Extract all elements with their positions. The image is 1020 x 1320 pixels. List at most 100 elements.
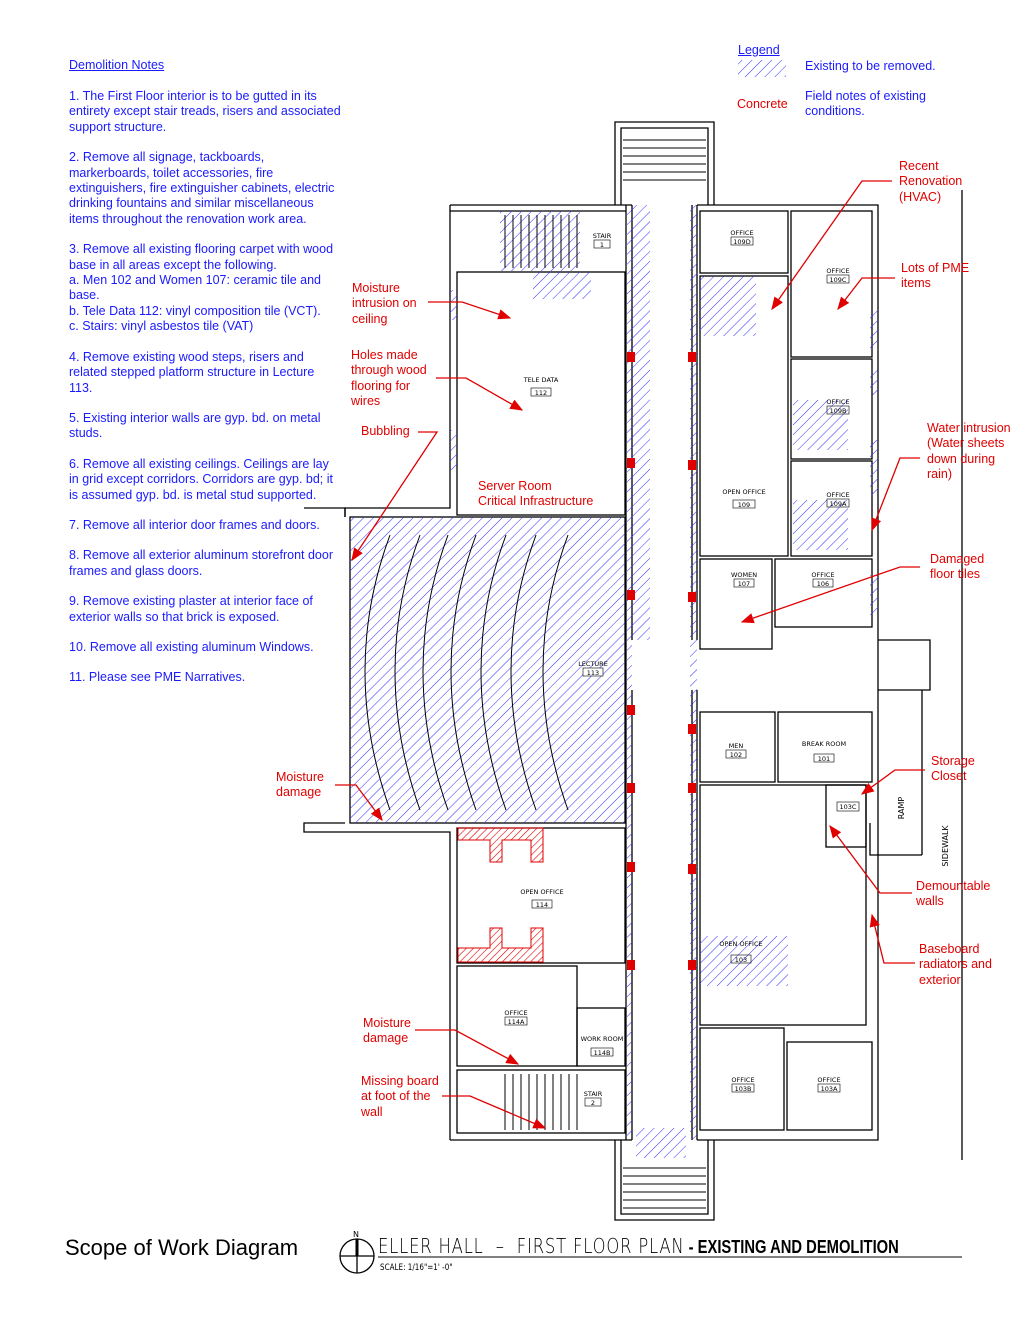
svg-text:114: 114 <box>536 901 548 909</box>
stair-treads <box>504 139 706 1209</box>
legend-hatch-swatch <box>738 60 786 77</box>
annotation-moisture-ceiling: Moisture intrusion on ceiling <box>352 281 417 326</box>
svg-text:STAIR: STAIR <box>584 1090 603 1098</box>
annotation-leaders <box>335 180 925 1129</box>
svg-text:OPEN OFFICE: OPEN OFFICE <box>719 940 762 948</box>
svg-text:109: 109 <box>738 501 750 509</box>
note-3b: b. Tele Data 112: vinyl composition tile… <box>69 303 321 318</box>
room-103: OPEN OFFICE 103 <box>719 940 762 964</box>
legend-field-notes-label: Field notes of existing conditions. <box>805 89 926 119</box>
annotation-critical: Critical Infrastructure <box>478 494 594 508</box>
annotation-bubbling: Bubbling <box>361 424 410 438</box>
annotation-storage: Storage Closet <box>931 754 975 784</box>
svg-text:OPEN OFFICE: OPEN OFFICE <box>520 888 563 896</box>
note-10: 10. Remove all existing aluminum Windows… <box>69 639 314 654</box>
note-11: 11. Please see PME Narratives. <box>69 670 246 685</box>
plan-title: ELLER HALL – FIRST FLOOR PLAN <box>378 1234 685 1258</box>
notes-heading: Demolition Notes <box>69 58 165 72</box>
svg-text:OFFICE: OFFICE <box>730 229 753 237</box>
note-2: 2. Remove all signage, tackboards, marke… <box>69 150 335 226</box>
annotation-missing-board: Missing board at foot of the wall <box>361 1074 439 1119</box>
svg-text:109C: 109C <box>830 276 847 284</box>
legend-heading: Legend <box>738 43 780 57</box>
plan-subtitle: - EXISTING AND DEMOLITION <box>684 1237 899 1257</box>
legend-concrete-label: Concrete <box>737 97 788 111</box>
sidewalk-label: SIDEWALK <box>941 825 950 867</box>
note-8: 8. Remove all exterior aluminum storefro… <box>69 548 334 578</box>
lecture-seating-arcs <box>364 534 569 811</box>
svg-text:LECTURE: LECTURE <box>578 660 608 668</box>
svg-text:OFFICE: OFFICE <box>504 1009 527 1017</box>
scale-label: SCALE: 1/16"=1' -0" <box>380 1263 453 1273</box>
svg-text:106: 106 <box>817 580 829 588</box>
concrete-markers <box>627 352 696 970</box>
svg-text:103B: 103B <box>735 1085 752 1093</box>
svg-text:MEN: MEN <box>729 742 744 750</box>
svg-text:103: 103 <box>735 956 747 964</box>
note-3a: a. Men 102 and Women 107: ceramic tile a… <box>69 273 321 303</box>
svg-text:107: 107 <box>738 580 750 588</box>
svg-text:WORK ROOM: WORK ROOM <box>581 1035 624 1043</box>
svg-text:OFFICE: OFFICE <box>826 491 849 499</box>
annotation-holes: Holes made through wood flooring for wir… <box>351 348 427 409</box>
room-112: TELE DATA 112 <box>523 376 559 397</box>
svg-text:1: 1 <box>600 241 604 249</box>
legend-hatch-label: Existing to be removed. <box>805 59 936 73</box>
room-114: OPEN OFFICE 114 <box>520 888 563 909</box>
demolition-notes-list: 1. The First Floor interior is to be gut… <box>69 89 341 701</box>
ramp-label: RAMP <box>897 797 906 820</box>
svg-text:113: 113 <box>587 669 599 677</box>
svg-text:TELE DATA: TELE DATA <box>523 376 559 384</box>
svg-text:103A: 103A <box>821 1085 838 1093</box>
annotation-recent-renovation: Recent Renovation (HVAC) <box>899 159 963 204</box>
scope-title: Scope of Work Diagram <box>65 1235 299 1260</box>
svg-text:STAIR: STAIR <box>593 232 612 240</box>
annotation-damaged-tiles: Damaged floor tiles <box>930 552 985 582</box>
demolition-hatch <box>350 205 878 1158</box>
svg-text:102: 102 <box>730 751 742 759</box>
svg-text:OFFICE: OFFICE <box>811 571 834 579</box>
note-7: 7. Remove all interior door frames and d… <box>69 517 320 532</box>
room-114b: WORK ROOM 114B <box>581 1035 624 1057</box>
svg-text:103C: 103C <box>840 803 857 811</box>
north-arrow-icon <box>339 1238 375 1274</box>
svg-text:OPEN OFFICE: OPEN OFFICE <box>722 488 765 496</box>
note-5: 5. Existing interior walls are gyp. bd. … <box>69 410 321 441</box>
annotation-pme: Lots of PME items <box>901 261 970 291</box>
svg-text:114B: 114B <box>594 1049 611 1057</box>
svg-text:109B: 109B <box>830 407 847 415</box>
svg-text:109A: 109A <box>830 500 847 508</box>
annotation-moisture-damage-office: Moisture damage <box>363 1016 411 1046</box>
annotation-baseboard: Baseboard radiators and exterior <box>919 942 992 987</box>
svg-text:WOMEN: WOMEN <box>731 571 757 579</box>
note-3c: c. Stairs: vinyl asbestos tile (VAT) <box>69 319 254 334</box>
svg-text:OFFICE: OFFICE <box>826 267 849 275</box>
note-3: 3. Remove all existing flooring carpet w… <box>69 242 334 272</box>
annotation-server-room: Server Room <box>478 479 552 493</box>
svg-text:109D: 109D <box>733 238 750 246</box>
svg-text:112: 112 <box>535 389 547 397</box>
room-103c: 103C <box>836 801 860 812</box>
svg-text:2: 2 <box>591 1099 595 1107</box>
svg-text:BREAK ROOM: BREAK ROOM <box>802 740 846 748</box>
annotation-demountable: Demountable walls <box>916 879 991 909</box>
room-109: OPEN OFFICE 109 <box>722 488 765 509</box>
note-1: 1. The First Floor interior is to be gut… <box>69 89 341 134</box>
red-hatched-millwork <box>457 827 544 963</box>
north-label: N <box>353 1230 359 1239</box>
